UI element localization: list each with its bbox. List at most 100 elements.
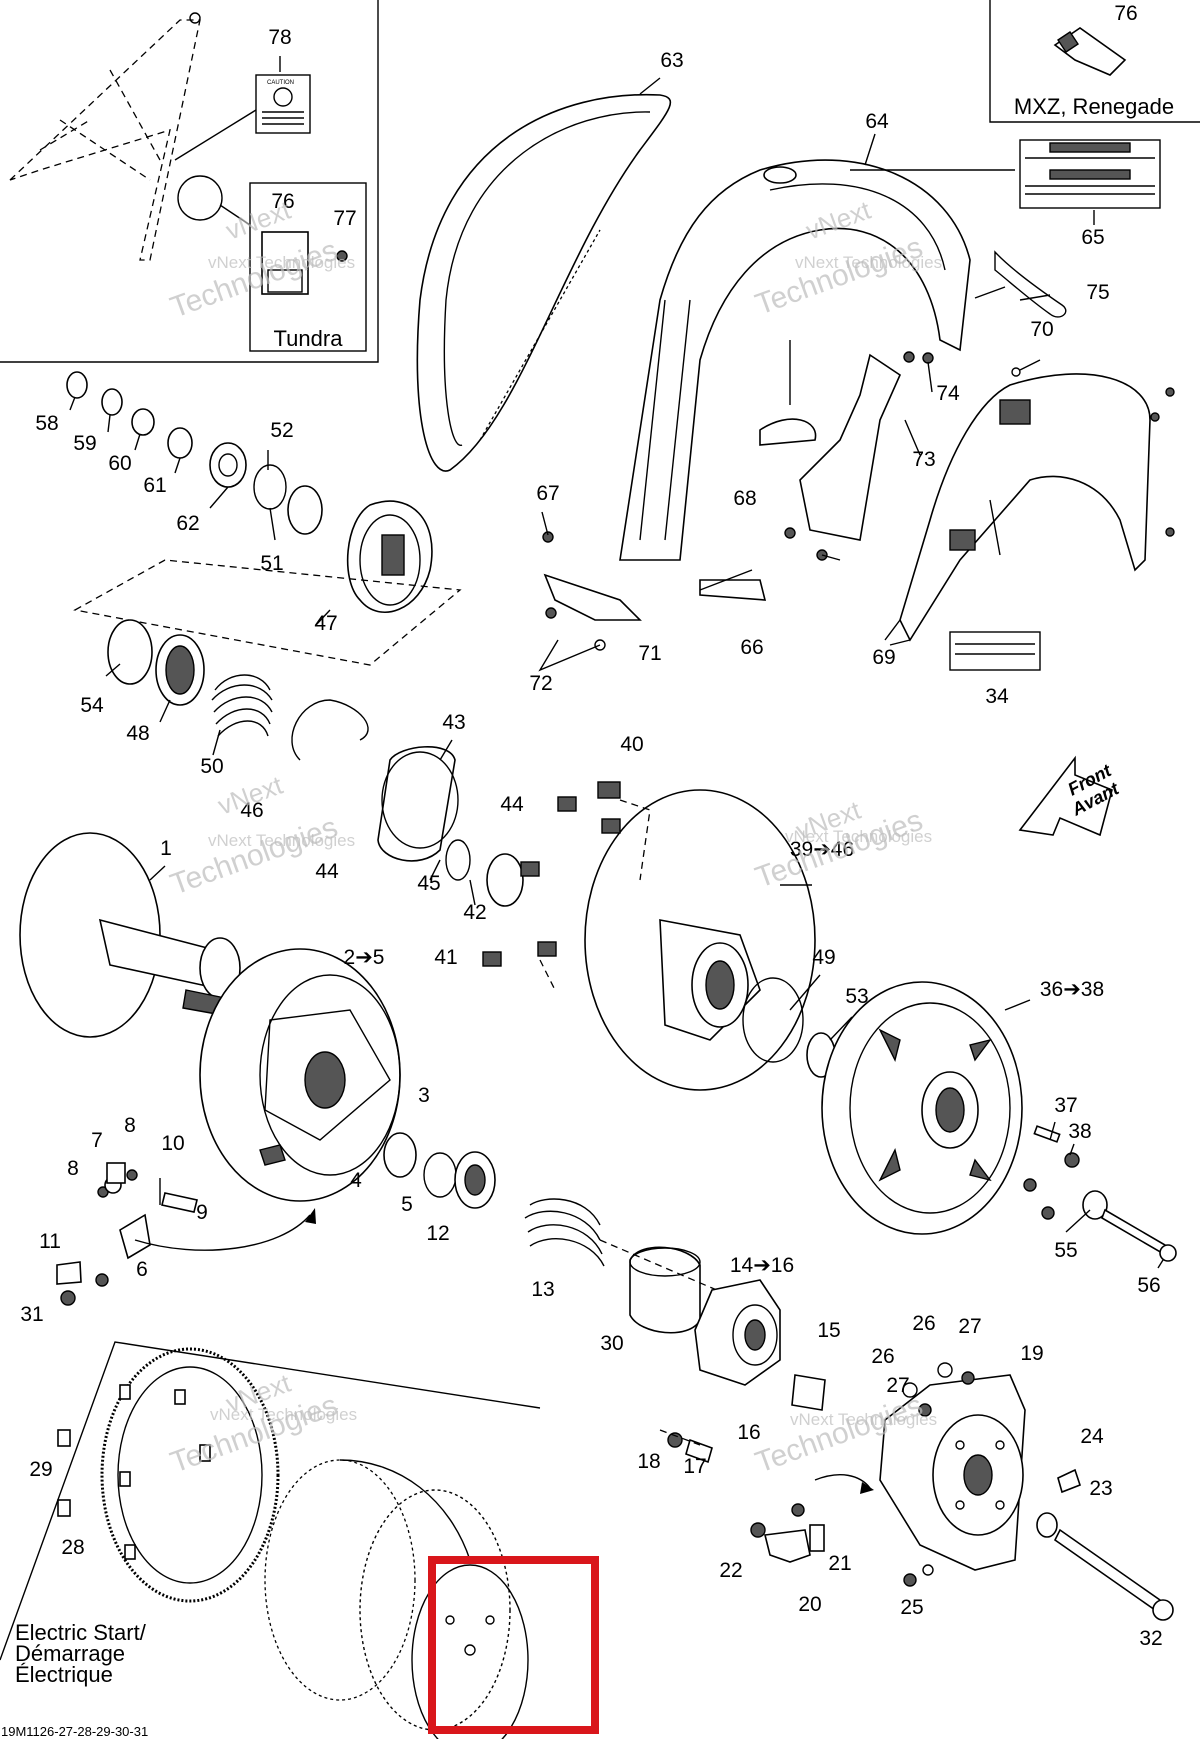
front-direction-arrow[interactable]: Front Avant	[1018, 755, 1123, 837]
part-callout-label: 62	[176, 512, 199, 535]
part-callout-label: 31	[20, 1303, 43, 1326]
part-callout-label: 34	[985, 685, 1009, 708]
part-callout-label: 30	[600, 1332, 623, 1355]
part-callout-label: 21	[828, 1552, 851, 1575]
part-callout-label: 17	[683, 1455, 706, 1478]
part-callout-label: 74	[936, 382, 960, 405]
electric-start-caption: Electric Start/ Démarrage Électrique	[15, 1620, 147, 1687]
part-callout-label: 4	[350, 1169, 362, 1192]
part-callout-label: 20	[798, 1593, 821, 1616]
part-callout-label: 26	[871, 1345, 894, 1368]
watermark-vnext-tech-2: vNext Technologies	[795, 253, 942, 272]
electric-start-line-2: Démarrage	[15, 1641, 125, 1666]
part-callout-label: 71	[638, 642, 661, 665]
frame-inset: CAUTION Tundra MXZ, Renegade	[0, 0, 1200, 363]
belt-guard	[619, 159, 1015, 561]
svg-text:CAUTION: CAUTION	[267, 80, 294, 86]
part-callout-label: 26	[912, 1312, 935, 1335]
part-callout-label: 75	[1086, 281, 1109, 304]
caution-decal-78: CAUTION	[174, 74, 311, 161]
part-callout-label: 42	[463, 901, 486, 924]
part-callout-label: 41	[434, 946, 457, 969]
watermark-vnext-tech: vNext Technologies	[208, 253, 355, 272]
part-callout-label: 40	[620, 733, 643, 756]
part-callout-label: 55	[1054, 1239, 1077, 1262]
part-callout-label: 3	[418, 1084, 430, 1107]
part-callout-label: 43	[442, 711, 465, 734]
part-callout-label: 19	[1020, 1342, 1043, 1365]
electric-start-inset	[0, 1341, 541, 1744]
part-callout-label: 61	[143, 474, 166, 497]
part-callout-label: 70	[1030, 318, 1053, 341]
watermark-technologies-3: Technologies	[166, 811, 342, 902]
part-callout-label: 29	[29, 1458, 52, 1481]
part-callout-label: 6	[136, 1258, 148, 1281]
watermark-vnext-tech-3: vNext Technologies	[208, 831, 355, 850]
mounting-brackets	[538, 351, 934, 672]
part-callout-label: 27	[886, 1374, 909, 1397]
part-callout-label: 8	[124, 1114, 136, 1137]
watermark-technologies: Technologies	[166, 234, 342, 325]
part-callout-label: 54	[80, 694, 104, 717]
part-callout-label: 25	[900, 1596, 923, 1619]
part-callout-label: 47	[314, 612, 337, 635]
part-callout-label: 36➔38	[1040, 978, 1104, 1001]
part-callout-label: 18	[637, 1450, 660, 1473]
part-callout-label: 48	[126, 722, 149, 745]
part-callout-label: 76	[271, 190, 294, 213]
driven-fixed-sheave	[584, 789, 836, 1091]
part-callout-label: 73	[912, 448, 935, 471]
highlight-box	[428, 1556, 599, 1734]
tundra-label: Tundra	[274, 326, 344, 351]
electric-start-line-3: Électrique	[15, 1662, 113, 1687]
electric-start-line-1: Electric Start/	[15, 1620, 147, 1645]
part-callout-label: 76	[1114, 2, 1137, 25]
watermark-vnext-tech-6: vNext Technologies	[790, 1410, 937, 1429]
part-callout-label: 50	[200, 755, 223, 778]
part-callout-label: 13	[531, 1278, 554, 1301]
part-callout-label: 63	[660, 49, 683, 72]
part-callout-label: 28	[61, 1536, 84, 1559]
part-callout-label: 1	[160, 837, 172, 860]
drive-belt	[416, 93, 672, 472]
part-callout-label: 45	[417, 872, 440, 895]
part-callout-label: 22	[719, 1559, 742, 1582]
movable-sheave	[199, 948, 401, 1202]
part-callout-label: 5	[401, 1193, 413, 1216]
roller-pin-parts	[56, 1162, 316, 1306]
diagram-code: 19M1126-27-28-29-30-31	[1, 1724, 148, 1739]
mxz-renegade-label: MXZ, Renegade	[1014, 94, 1174, 119]
part-callout-label: 37	[1054, 1094, 1077, 1117]
part-callout-label: 10	[161, 1132, 184, 1155]
part-callout-label: 44	[315, 860, 339, 883]
part-callout-label: 68	[733, 487, 756, 510]
mxz-inset-box: MXZ, Renegade	[989, 0, 1200, 123]
part-callout-label: 78	[268, 26, 291, 49]
slider-buttons	[482, 781, 651, 991]
part-callout-label: 53	[845, 985, 868, 1008]
part-callout-label: 64	[865, 110, 889, 133]
part-callout-label: 38	[1068, 1120, 1091, 1143]
driven-cam	[821, 981, 1177, 1262]
part-callout-label: 11	[39, 1230, 61, 1253]
part-callout-label: 12	[426, 1222, 449, 1245]
part-callout-label: 60	[108, 452, 131, 475]
part-callout-label: 46	[240, 799, 263, 822]
part-callout-label: 44	[500, 793, 524, 816]
part-callout-label: 14➔16	[730, 1254, 794, 1277]
part-callout-label: 65	[1081, 226, 1104, 249]
spring-and-bushing	[383, 1132, 741, 1334]
leader-lines	[69, 56, 1164, 1269]
secondary-clutch-components	[66, 371, 524, 907]
part-callout-label: 24	[1080, 1425, 1104, 1448]
callout-labels: 7678767763646575707473686766717269345859…	[20, 2, 1162, 1650]
watermark-vnext-tech-4: vNext Technologies	[785, 827, 932, 846]
part-callout-label: 72	[529, 672, 552, 695]
part-callout-label: 56	[1137, 1274, 1160, 1297]
part-callout-label: 77	[333, 207, 356, 230]
watermark-vnext-tech-5: vNext Technologies	[210, 1405, 357, 1424]
part-callout-label: 58	[35, 412, 58, 435]
warning-decal-65	[1019, 139, 1161, 209]
part-callout-label: 7	[91, 1129, 103, 1152]
